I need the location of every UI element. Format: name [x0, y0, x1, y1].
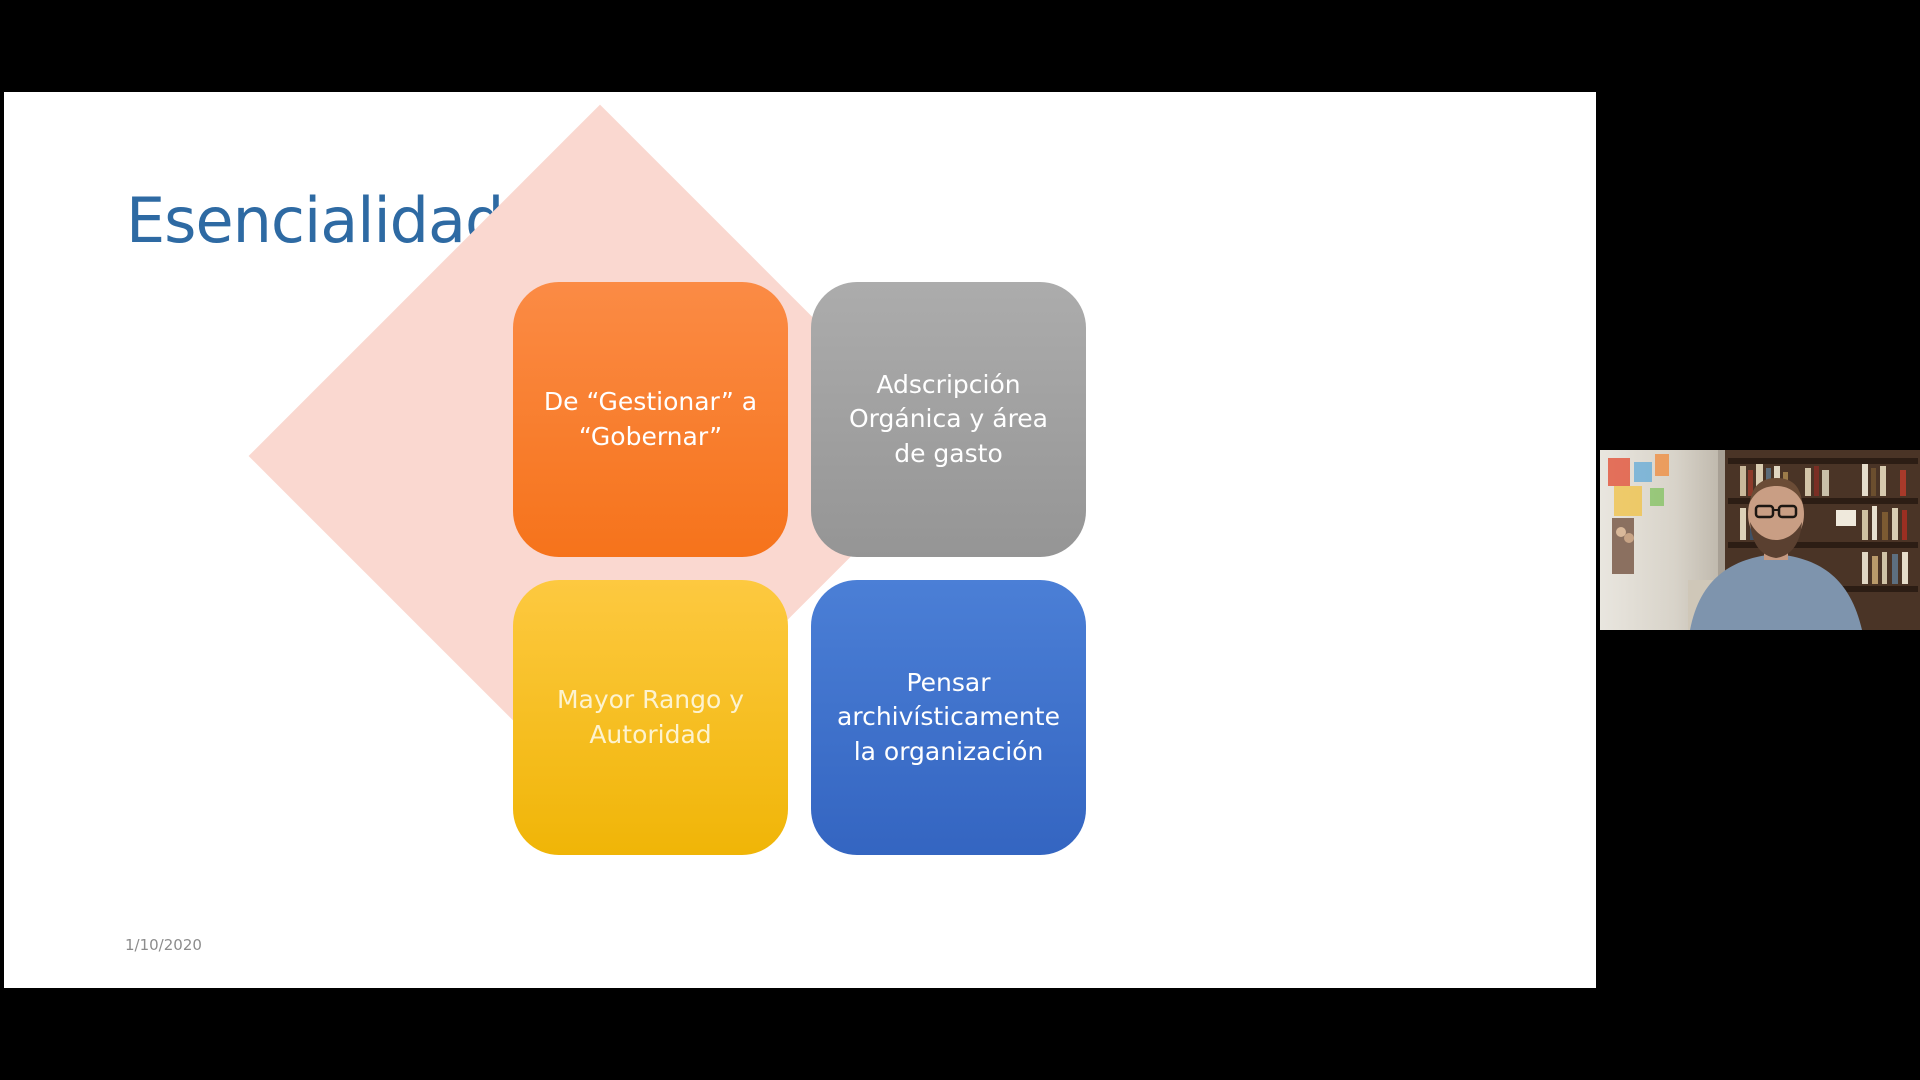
presenter-video-tile[interactable]	[1600, 450, 1920, 630]
tile-text: Mayor Rango y Autoridad	[556, 685, 745, 749]
tile-text: Pensar archivísticamente la organización	[837, 667, 1060, 766]
slide-date: 1/10/2020	[125, 936, 202, 954]
tile-text: De “Gestionar” a “Gobernar”	[543, 387, 758, 451]
tile-adscripcion-organica: Adscripción Orgánica y área de gasto	[811, 282, 1086, 557]
tile-pensar-archivisticamente: Pensar archivísticamente la organización	[811, 580, 1086, 855]
tile-text: Adscripción Orgánica y área de gasto	[849, 369, 1048, 468]
presentation-slide: Esencialidad GDA De “Gestionar” a “Gober…	[4, 92, 1596, 988]
tile-mayor-rango: Mayor Rango y Autoridad	[513, 580, 788, 855]
tile-gestionar-gobernar: De “Gestionar” a “Gobernar”	[513, 282, 788, 557]
presenter-video-icon	[1600, 450, 1920, 630]
